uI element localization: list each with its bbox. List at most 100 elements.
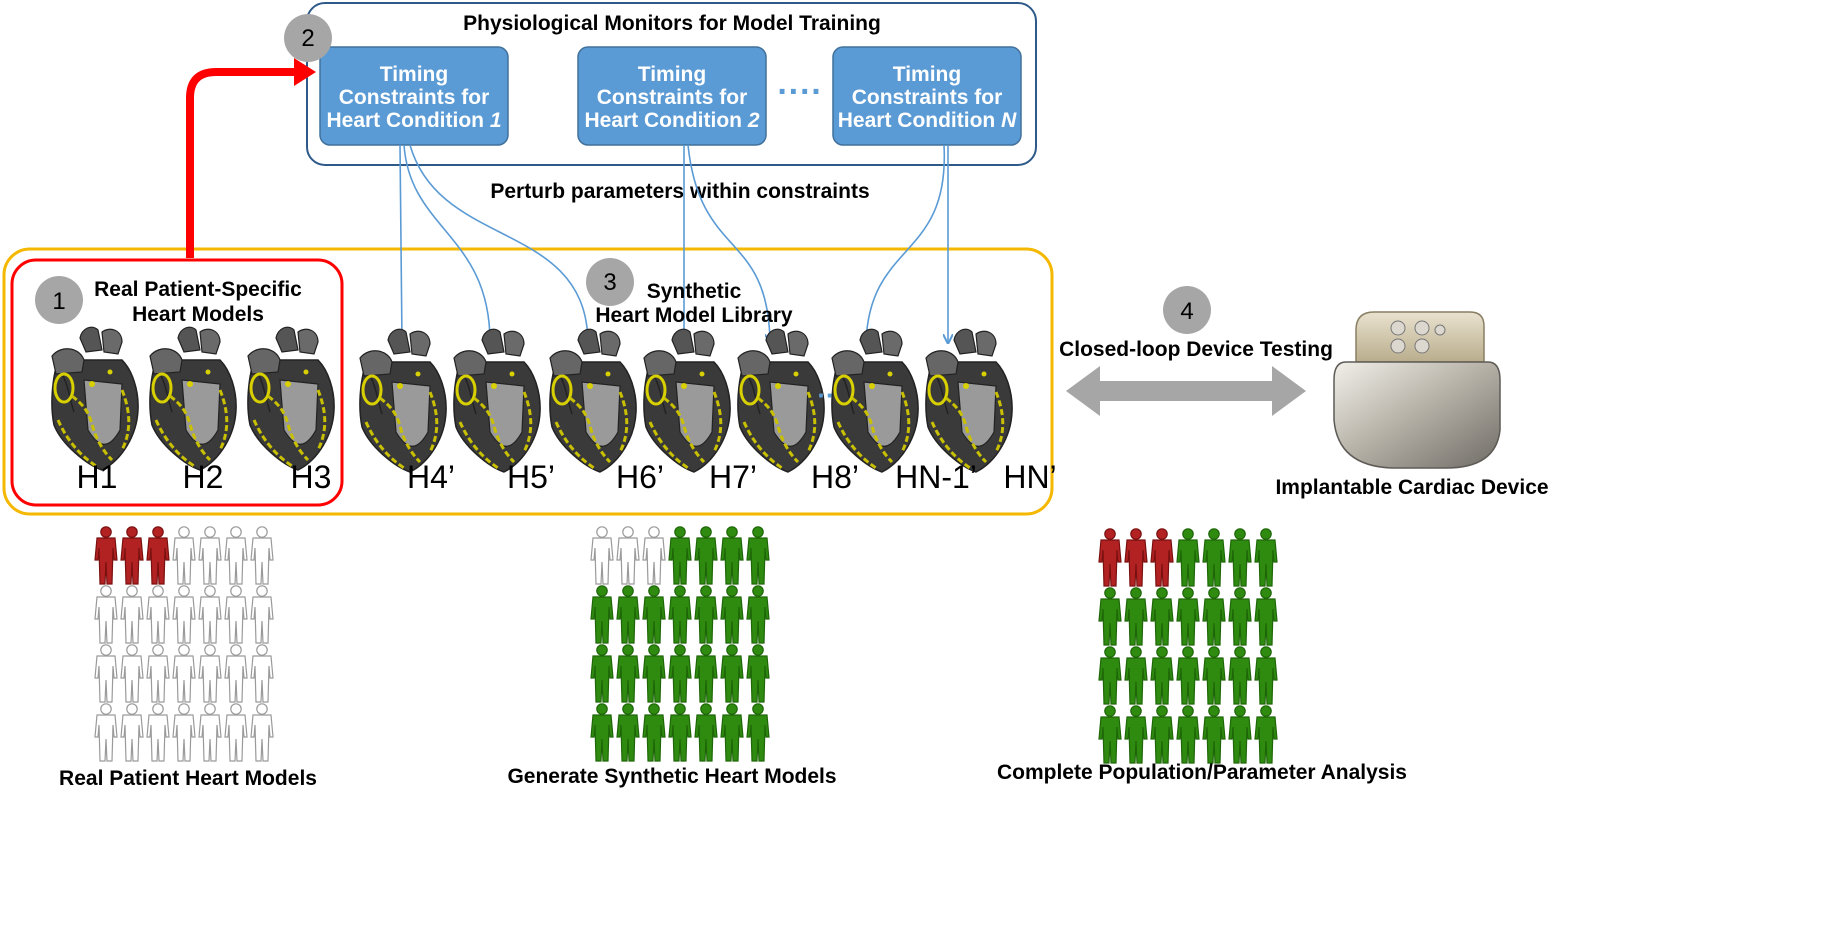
heart-h3: [246, 325, 336, 472]
person-green-icon: [1202, 528, 1226, 587]
person-outline-icon: [120, 585, 144, 644]
constraint-arrows: [400, 144, 948, 342]
person-green-icon: [1228, 587, 1252, 646]
person-green-icon: [746, 644, 770, 703]
person-green-icon: [1176, 646, 1200, 705]
person-green-icon: [1098, 646, 1122, 705]
person-outline-icon: [250, 703, 274, 762]
person-outline-icon: [590, 526, 614, 585]
person-outline-icon: [250, 644, 274, 703]
person-green-icon: [668, 644, 692, 703]
person-green-icon: [694, 585, 718, 644]
heart-label: HN’: [1003, 459, 1056, 495]
heart-label: H7’: [709, 459, 757, 495]
person-outline-icon: [616, 526, 640, 585]
timing-box-2-line3: Heart Condition 2: [584, 109, 759, 132]
heart-label: H4’: [407, 459, 455, 495]
timing-box-1-line3: Heart Condition 1: [326, 109, 501, 132]
feedback-arrow: [186, 68, 296, 258]
person-green-icon: [668, 585, 692, 644]
person-green-icon: [1124, 587, 1148, 646]
person-red-icon: [146, 526, 170, 585]
person-outline-icon: [198, 526, 222, 585]
person-outline-icon: [224, 526, 248, 585]
double-arrow: [1066, 366, 1306, 416]
person-outline-icon: [94, 585, 118, 644]
heart-h2: [148, 325, 238, 472]
person-green-icon: [694, 526, 718, 585]
person-green-icon: [642, 644, 666, 703]
person-green-icon: [694, 703, 718, 762]
person-outline-icon: [224, 703, 248, 762]
timing-box-n-line3: Heart Condition N: [838, 109, 1017, 132]
person-green-icon: [668, 703, 692, 762]
person-green-icon: [616, 644, 640, 703]
person-green-icon: [1124, 705, 1148, 764]
person-green-icon: [746, 585, 770, 644]
population-complete: [1098, 528, 1278, 764]
library-label-line1: Synthetic: [647, 280, 742, 303]
person-green-icon: [720, 644, 744, 703]
population-caption-real: Real Patient Heart Models: [59, 767, 317, 790]
person-green-icon: [1254, 646, 1278, 705]
population-real: [94, 526, 274, 762]
timing-box-n-line2: Constraints for: [852, 86, 1003, 109]
person-green-icon: [1098, 587, 1122, 646]
heart-label: H8’: [811, 459, 859, 495]
heart-label: H1: [77, 459, 118, 495]
feedback-arrow-head: [294, 58, 316, 86]
person-outline-icon: [224, 585, 248, 644]
person-green-icon: [1228, 705, 1252, 764]
person-green-icon: [1202, 646, 1226, 705]
svg-text:4: 4: [1180, 298, 1193, 325]
library-label-line2: Heart Model Library: [595, 304, 793, 327]
person-green-icon: [1176, 705, 1200, 764]
person-outline-icon: [172, 644, 196, 703]
person-outline-icon: [146, 585, 170, 644]
step-1-badge: 1: [35, 276, 83, 324]
person-red-icon: [1098, 528, 1122, 587]
arrow-to-hn1: [866, 144, 946, 342]
heart-label: H3: [291, 459, 332, 495]
heart-h4: [358, 327, 448, 474]
person-green-icon: [616, 585, 640, 644]
heart-hn: [924, 327, 1014, 474]
step-3-badge: 3: [586, 258, 634, 306]
timing-box-n-line1: Timing: [893, 63, 961, 86]
person-green-icon: [1150, 705, 1174, 764]
person-green-icon: [590, 644, 614, 703]
person-green-icon: [1150, 587, 1174, 646]
heart-h1: [50, 325, 140, 472]
person-red-icon: [120, 526, 144, 585]
pacemaker-image: [1333, 311, 1501, 469]
monitors-ellipsis: ····: [777, 73, 822, 111]
person-green-icon: [1228, 646, 1252, 705]
person-outline-icon: [224, 644, 248, 703]
real-models-frame: [10, 258, 344, 507]
person-outline-icon: [94, 644, 118, 703]
timing-box-1: Timing Constraints for Heart Condition 1: [319, 46, 509, 146]
person-green-icon: [1254, 528, 1278, 587]
person-outline-icon: [120, 644, 144, 703]
heart-h5: [452, 327, 542, 474]
timing-box-1-line2: Constraints for: [339, 86, 490, 109]
person-green-icon: [1176, 587, 1200, 646]
person-outline-icon: [146, 703, 170, 762]
person-green-icon: [1254, 705, 1278, 764]
svg-text:1: 1: [52, 288, 65, 315]
timing-box-2-line1: Timing: [638, 63, 706, 86]
person-green-icon: [1228, 528, 1252, 587]
timing-box-1-line1: Timing: [380, 63, 448, 86]
device-testing-label: Closed-loop Device Testing: [1059, 338, 1333, 361]
person-green-icon: [642, 703, 666, 762]
timing-box-2: Timing Constraints for Heart Condition 2: [577, 46, 767, 146]
person-green-icon: [720, 703, 744, 762]
person-green-icon: [1124, 646, 1148, 705]
person-red-icon: [1124, 528, 1148, 587]
person-green-icon: [1202, 587, 1226, 646]
person-green-icon: [1176, 528, 1200, 587]
arrow-to-h4: [400, 144, 402, 342]
person-outline-icon: [172, 585, 196, 644]
timing-box-n: Timing Constraints for Heart Condition N: [832, 46, 1022, 146]
